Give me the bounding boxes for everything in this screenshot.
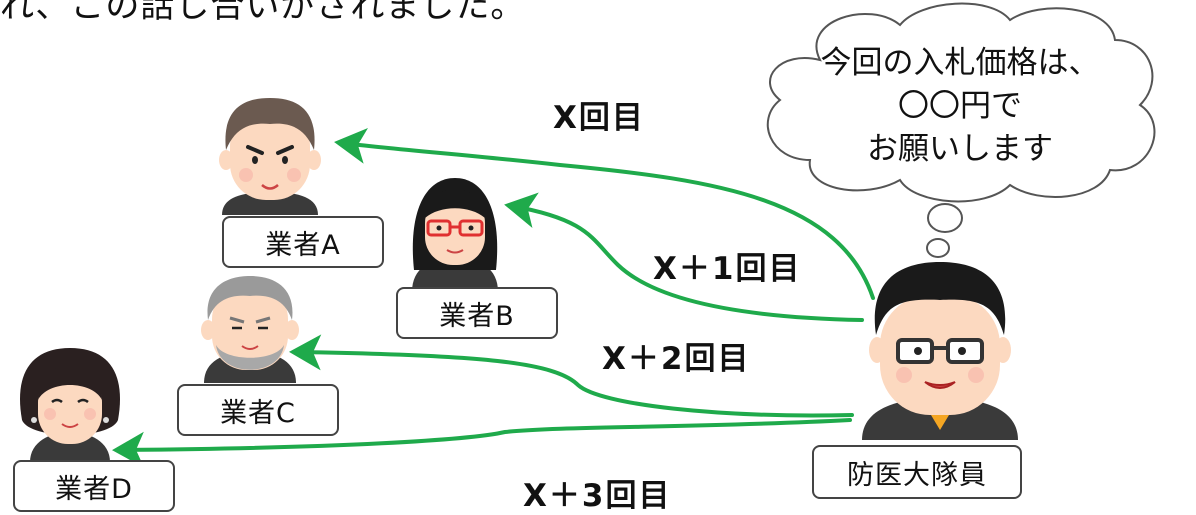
round-label-x1: X＋1回目 bbox=[653, 251, 802, 287]
speaker-illustration bbox=[862, 262, 1018, 440]
speaker-label: 防医大隊員 bbox=[812, 445, 1022, 499]
speech-line-2: 〇〇円で bbox=[898, 88, 1022, 124]
arrows bbox=[112, 128, 875, 468]
arrow-round-x2 bbox=[289, 334, 854, 418]
speech-bubble-text: 今回の入札価格は、 〇〇円で お願いします bbox=[790, 42, 1130, 171]
speech-line-1: 今回の入札価格は、 bbox=[820, 45, 1100, 81]
contractor-a-illustration bbox=[219, 98, 321, 215]
arrow-round-x3 bbox=[112, 418, 852, 468]
contractor-b-illustration bbox=[412, 178, 498, 292]
contractor-c-label: 業者C bbox=[177, 384, 339, 436]
contractor-c-illustration bbox=[201, 276, 299, 383]
top-caption-fragment: れ、この話し合いがされました。 bbox=[0, 0, 526, 26]
round-label-x3: X＋3回目 bbox=[523, 478, 672, 514]
contractor-d-illustration bbox=[20, 348, 120, 462]
speech-line-3: お願いします bbox=[867, 131, 1053, 167]
thought-cloud bbox=[766, 2, 1156, 258]
arrow-round-x bbox=[334, 128, 875, 300]
contractor-a-label: 業者A bbox=[222, 216, 384, 268]
round-label-x2: X＋2回目 bbox=[602, 341, 751, 377]
arrow-round-x1 bbox=[504, 192, 864, 322]
round-label-x: X回目 bbox=[553, 100, 645, 136]
contractor-d-label: 業者D bbox=[13, 460, 175, 512]
contractor-b-label: 業者B bbox=[396, 287, 558, 339]
